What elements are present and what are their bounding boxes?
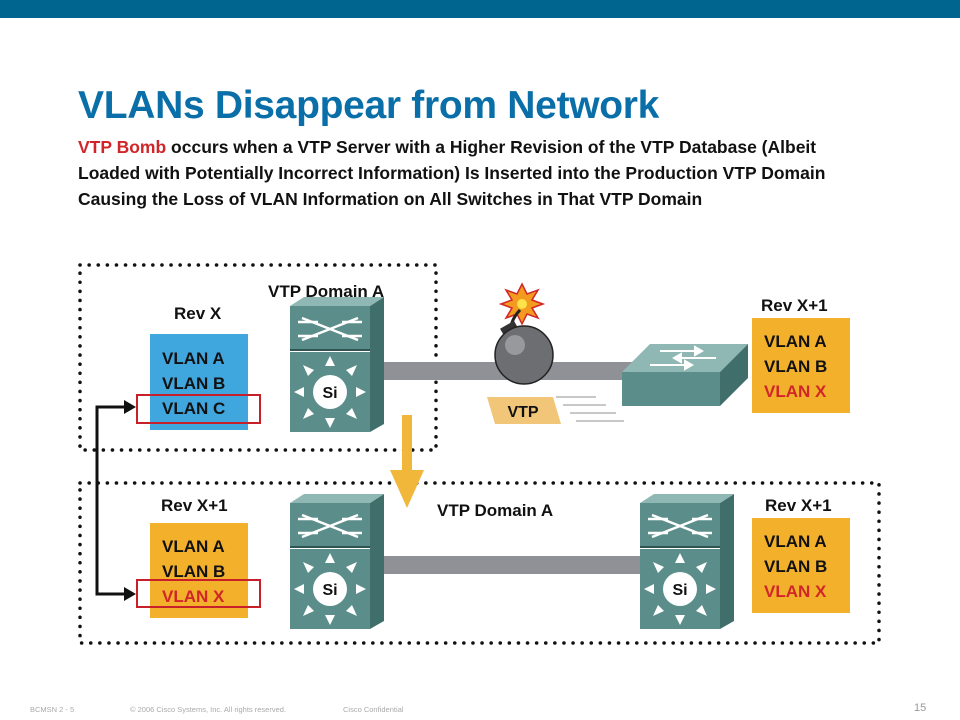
- motion-lines: [556, 396, 624, 422]
- switch-si-label: Si: [672, 582, 687, 599]
- bottom-trunk-link: [380, 556, 650, 574]
- slide-subtitle: VTP Bomb occurs when a VTP Server with a…: [78, 134, 838, 212]
- vtp-tag-label: VTP: [507, 404, 538, 421]
- vlan-label-new: VLAN X: [162, 587, 225, 606]
- down-arrow-icon: [390, 415, 424, 508]
- bottom-domain-label: VTP Domain A: [437, 501, 553, 520]
- elbow-arrow-icon: [95, 400, 136, 601]
- vlan-label: VLAN B: [162, 374, 225, 393]
- vlan-label-new: VLAN X: [764, 582, 827, 601]
- subtitle-text: occurs when a VTP Server with a Higher R…: [78, 137, 826, 209]
- top-domain-label: VTP Domain A: [268, 282, 384, 301]
- slide-title: VLANs Disappear from Network: [78, 84, 660, 127]
- vlan-label: VLAN C: [162, 399, 225, 418]
- vlan-label: VLAN B: [764, 357, 827, 376]
- multilayer-switch-icon: Si: [638, 492, 736, 631]
- footer-copyright: © 2006 Cisco Systems, Inc. All rights re…: [130, 705, 287, 714]
- vtp-packet-tag: VTP: [487, 397, 561, 424]
- highlight-vlan-x: [136, 579, 261, 608]
- vlan-label: VLAN B: [162, 562, 225, 581]
- top-left-vlan-box: [150, 334, 248, 430]
- bottom-right-vlan-box: [752, 518, 850, 613]
- bottom-domain-boundary: [78, 481, 881, 645]
- multilayer-switch-icon: Si: [288, 295, 386, 434]
- top-right-rev-label: Rev X+1: [761, 296, 828, 315]
- subtitle-highlight: VTP Bomb: [78, 137, 167, 157]
- workgroup-switch-icon: [622, 344, 748, 406]
- switch-si-label: Si: [322, 385, 337, 402]
- footer-course: BCMSN 2 - 5: [30, 705, 75, 714]
- vlan-label: VLAN A: [764, 532, 827, 551]
- top-right-vlan-box: [752, 318, 850, 413]
- footer-confidential: Cisco Confidential: [343, 705, 404, 714]
- top-domain-boundary: [78, 263, 438, 452]
- vlan-label: VLAN A: [162, 537, 225, 556]
- bottom-left-vlan-box: [150, 523, 248, 618]
- top-banner: [0, 0, 960, 18]
- multilayer-switch-icon: Si: [288, 492, 386, 631]
- vlan-label: VLAN B: [764, 557, 827, 576]
- vlan-label-new: VLAN X: [764, 382, 827, 401]
- page-number: 15: [914, 702, 927, 714]
- top-left-rev-label: Rev X: [174, 304, 222, 323]
- bomb-icon: [494, 282, 554, 385]
- switch-si-label: Si: [322, 582, 337, 599]
- highlight-vlan-c: [136, 394, 261, 424]
- bottom-left-rev-label: Rev X+1: [161, 496, 228, 515]
- vlan-label: VLAN A: [162, 349, 225, 368]
- vlan-label: VLAN A: [764, 332, 827, 351]
- bottom-right-rev-label: Rev X+1: [765, 496, 832, 515]
